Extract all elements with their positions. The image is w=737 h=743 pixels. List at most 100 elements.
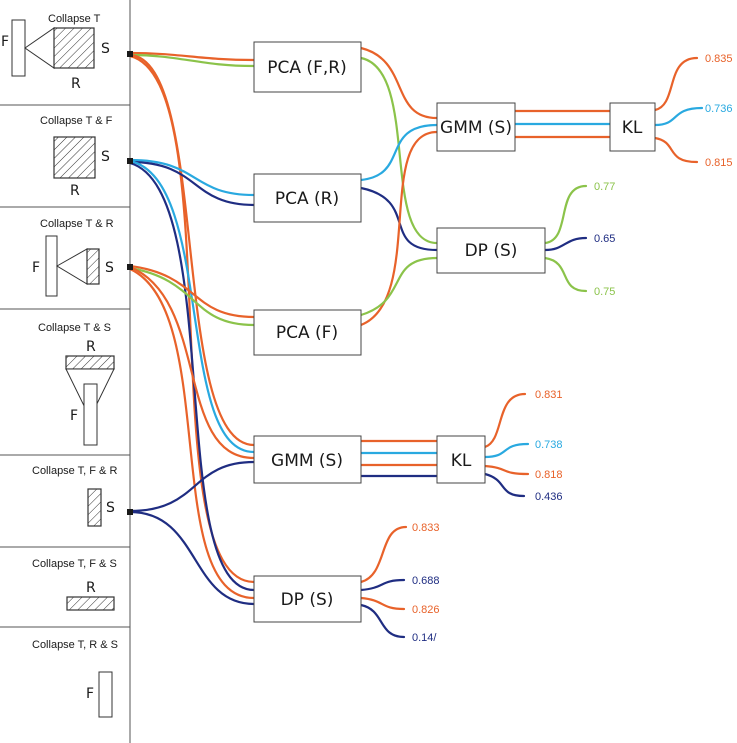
wire-pcaf-gmm-top (359, 130, 439, 327)
wire-s3-pca-f (128, 264, 256, 319)
box-label: GMM (S) (271, 451, 343, 471)
scores-kl-mid: 0.831 0.738 0.818 0.436 (535, 389, 563, 503)
box-label: PCA (R) (275, 189, 339, 209)
score-value: 0.75 (594, 286, 615, 298)
wire-s4-gmm-mid (128, 460, 256, 513)
score-value: 0.688 (412, 575, 440, 587)
wire-s1-dp-bottom (128, 54, 256, 584)
row-title: Collapse T, R & S (32, 639, 118, 651)
box-label: DP (S) (281, 590, 334, 610)
wire-s3-dp-bottom (128, 267, 256, 600)
scores-dp-top: 0.77 0.65 0.75 (594, 181, 615, 298)
scores-kl-top: 0.835 0.736 0.815 (705, 53, 733, 169)
wire-s2-gmm-mid (128, 159, 256, 454)
row-title: Collapse T & R (40, 218, 114, 230)
connection-wires (128, 46, 704, 639)
letter-s: S (105, 260, 114, 276)
row-collapse-t-r-s: Collapse T, R & S F (32, 639, 118, 718)
row-title: Collapse T (48, 13, 101, 25)
terminal-s2 (127, 158, 133, 164)
box-kl-top: KL (609, 102, 656, 152)
wire-dpbottom-out (359, 578, 406, 592)
wire-klmid-out (483, 464, 530, 476)
box-pca-r: PCA (R) (253, 173, 362, 223)
letter-f: F (1, 34, 9, 50)
score-value: 0.14/ (412, 632, 437, 644)
box-label: GMM (S) (440, 118, 512, 138)
row-title: Collapse T & F (40, 115, 113, 127)
terminal-s1 (127, 51, 133, 57)
wire-pcafr-gmm-top (359, 46, 439, 120)
letter-f: F (70, 408, 78, 424)
wire-dptop-out (543, 184, 588, 245)
score-value: 0.738 (535, 439, 563, 451)
wire-s4-dp-bottom (128, 510, 256, 606)
row-collapse-t: Collapse T F S R (1, 13, 110, 92)
wire-s3-pca-f (128, 266, 256, 327)
score-value: 0.436 (535, 491, 563, 503)
wire-pcafr-dp-top (359, 56, 439, 245)
row-collapse-t-f-r: Collapse T, F & R S (32, 465, 117, 527)
row-separators (0, 104, 130, 628)
wire-s2-pca-r (128, 160, 256, 207)
box-gmm-mid: GMM (S) (253, 435, 362, 484)
letter-r: R (71, 76, 81, 92)
score-value: 0.815 (705, 157, 733, 169)
letter-s: S (106, 500, 115, 516)
wire-klmid-out (483, 442, 530, 459)
row-title: Collapse T, F & R (32, 465, 117, 477)
wire-s2-dp-bottom (128, 161, 256, 592)
terminal-s3 (127, 264, 133, 270)
wire-dpbottom-out (359, 525, 408, 584)
wire-s1-pca-fr (128, 51, 256, 62)
box-dp-top: DP (S) (436, 227, 546, 274)
letter-r: R (86, 339, 96, 355)
wire-klmid-out (483, 472, 526, 498)
row-collapse-t-f: Collapse T & F S R (40, 115, 113, 199)
letter-s: S (101, 149, 110, 165)
score-value: 0.818 (535, 469, 563, 481)
wire-pcaf-dp-top (359, 256, 439, 317)
letter-f: F (32, 260, 40, 276)
source-terminals (127, 51, 133, 515)
box-label: PCA (F) (276, 323, 338, 343)
wire-klmid-out (483, 392, 527, 449)
score-value: 0.77 (594, 181, 615, 193)
row-collapse-t-s: Collapse T & S R F (38, 322, 115, 446)
letter-r: R (86, 580, 96, 596)
box-dp-bottom: DP (S) (253, 575, 362, 623)
wire-dptop-out (543, 236, 588, 252)
score-value: 0.826 (412, 604, 440, 616)
box-label: DP (S) (465, 241, 518, 261)
letter-r: R (70, 183, 80, 199)
row-title: Collapse T & S (38, 322, 111, 334)
wire-dpbottom-out (359, 603, 406, 639)
row-title: Collapse T, F & S (32, 558, 117, 570)
wire-s1-pca-fr (128, 53, 256, 68)
box-label: KL (451, 451, 472, 471)
wire-s1-gmm-mid (128, 53, 256, 447)
letter-f: F (86, 686, 94, 702)
score-value: 0.65 (594, 233, 615, 245)
wire-s2-pca-r (128, 158, 256, 197)
row-collapse-t-r: Collapse T & R F S (32, 218, 114, 297)
scores-dp-bottom: 0.833 0.688 0.826 0.14/ (412, 522, 440, 644)
score-value: 0.835 (705, 53, 733, 65)
wire-kltop-out (653, 56, 699, 112)
wire-dptop-out (543, 256, 588, 293)
letter-s: S (101, 41, 110, 57)
wire-kltop-out (653, 136, 699, 164)
box-pca-f: PCA (F) (253, 309, 362, 356)
wire-kltop-out (653, 106, 704, 127)
wire-pcar-gmm-top (359, 123, 439, 182)
box-pca-fr: PCA (F,R) (253, 41, 362, 93)
box-label: PCA (F,R) (267, 58, 346, 78)
row-collapse-t-f-s: Collapse T, F & S R (32, 558, 117, 611)
wire-s3-gmm-mid (128, 265, 256, 460)
score-value: 0.833 (412, 522, 440, 534)
box-label: KL (622, 118, 643, 138)
wire-dpbottom-out (359, 596, 406, 611)
terminal-s4 (127, 509, 133, 515)
